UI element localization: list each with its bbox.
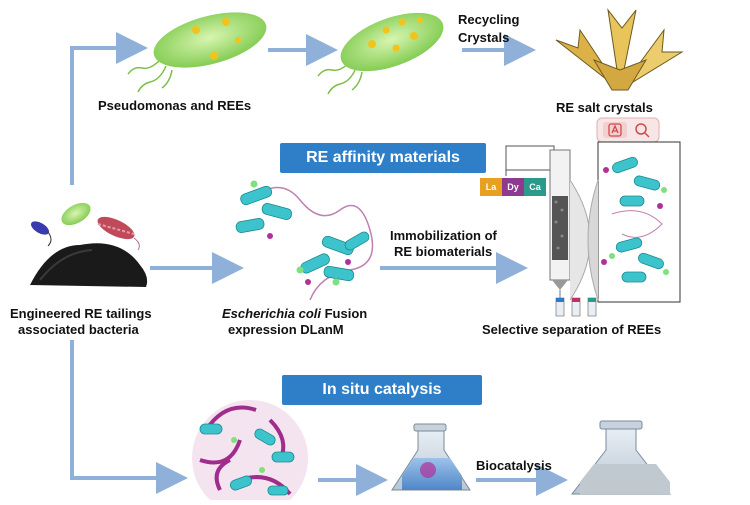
label-pseudomonas: Pseudomonas and REEs <box>98 98 252 113</box>
label-crystals: Crystals <box>458 30 510 45</box>
chip-dy: Dy <box>502 178 524 196</box>
arrow-up-path <box>70 32 148 185</box>
search-icon[interactable] <box>635 123 650 138</box>
label-re-salt-crystals: RE salt crystals <box>556 100 653 115</box>
pseudomonas-bacterium-2 <box>317 12 444 95</box>
label-expression: expression DLanM <box>228 322 344 337</box>
label-immobilization-line2: RE biomaterials <box>394 244 493 259</box>
banner-catalysis: In situ catalysis <box>282 375 482 405</box>
flow-arrows <box>70 32 568 496</box>
affinity-column <box>505 141 681 303</box>
chip-la: La <box>480 178 502 196</box>
label-engineered-line2: associated bacteria <box>18 322 139 337</box>
label-selective-separation: Selective separation of REEs <box>482 322 662 337</box>
label-ecoli-rest: Fusion <box>321 306 368 321</box>
arrow-down-path <box>70 340 188 494</box>
enzyme-structure <box>192 400 308 505</box>
image-toolbar[interactable] <box>596 117 660 143</box>
label-immobilization-line1: Immobilization of <box>390 228 497 243</box>
translate-icon[interactable] <box>608 123 622 137</box>
label-ecoli: Escherichia coli Fusion <box>222 306 367 322</box>
sample-vials <box>555 297 597 317</box>
label-recycling: Recycling <box>458 12 520 27</box>
dlanm-protein-structure <box>235 180 374 301</box>
chip-ca: Ca <box>524 178 546 196</box>
banner-affinity: RE affinity materials <box>280 143 486 173</box>
label-ecoli-italic: Escherichia coli <box>222 306 321 321</box>
flask-product <box>570 420 672 495</box>
label-biocatalysis: Biocatalysis <box>476 458 552 473</box>
flask-reactor <box>391 423 471 491</box>
label-engineered-line1: Engineered RE tailings <box>10 306 152 321</box>
tailings-and-bacteria <box>30 202 148 287</box>
re-salt-crystals <box>555 8 684 91</box>
pseudomonas-bacterium-1 <box>127 12 267 93</box>
